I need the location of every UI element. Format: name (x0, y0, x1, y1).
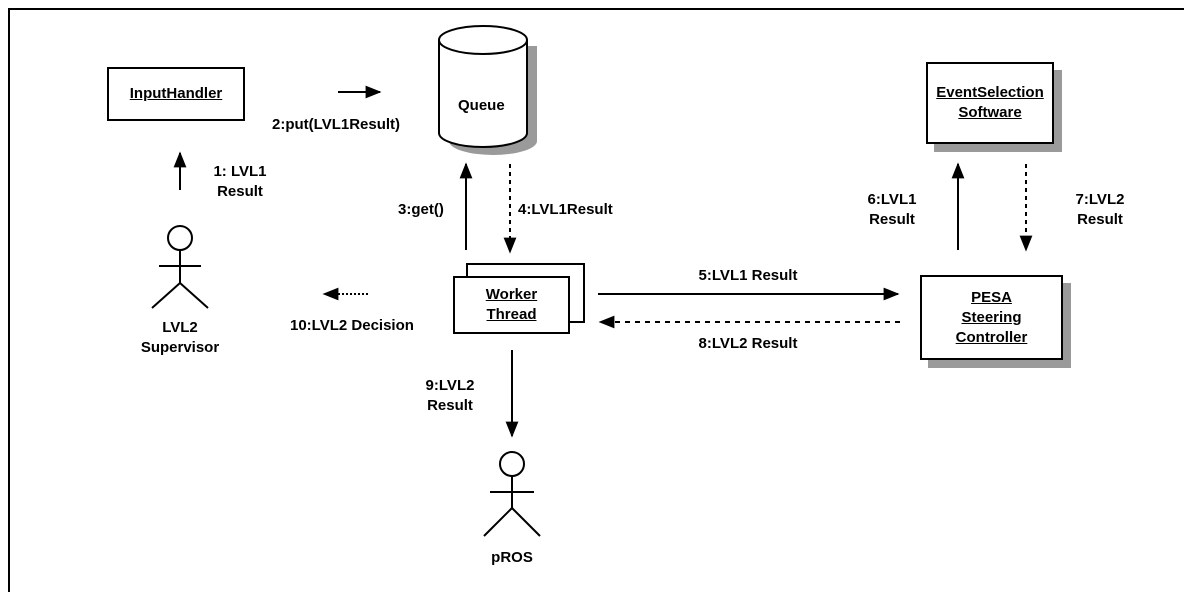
queue-cylinder (438, 25, 537, 155)
input-handler-box: InputHandler (107, 67, 245, 121)
input-handler-label: InputHandler (129, 85, 223, 102)
message-4: 4:LVL1Result (518, 201, 613, 218)
diagram-frame (8, 8, 1184, 592)
supervisor-label-2: Supervisor (140, 339, 220, 356)
pesa-controller-label-3: Controller (955, 328, 1028, 346)
message-3: 3:get() (398, 201, 444, 218)
pesa-controller-box: PESA Steering Controller (920, 275, 1063, 360)
message-8: 8:LVL2 Result (698, 335, 798, 352)
pros-actor-icon (483, 451, 541, 537)
message-6-line2: Result (869, 211, 915, 228)
pesa-controller-label-1: PESA (971, 288, 1012, 306)
message-1-line2: Result (217, 183, 263, 200)
supervisor-label-1: LVL2 (162, 319, 198, 336)
message-2: 2:put(LVL1Result) (272, 116, 401, 133)
message-10: 10:LVL2 Decision (290, 317, 414, 334)
message-9-line2: Result (427, 397, 473, 414)
pros-label: pROS (491, 549, 533, 566)
message-6-line1: 6:LVL1 (867, 191, 917, 208)
message-5: 5:LVL1 Result (698, 267, 798, 284)
worker-thread-box: Worker Thread (453, 276, 570, 334)
queue-label: Queue (458, 97, 505, 114)
event-selection-box: EventSelection Software (926, 62, 1054, 144)
worker-thread-label-1: Worker (485, 286, 538, 303)
message-1-line1: 1: LVL1 (213, 163, 267, 180)
message-9-line1: 9:LVL2 (425, 377, 475, 394)
worker-thread-label-2: Thread (486, 306, 537, 323)
supervisor-actor-icon (151, 225, 209, 309)
message-7-line2: Result (1077, 211, 1123, 228)
event-selection-label-1: EventSelection (936, 84, 1044, 101)
pesa-controller-label-2: Steering (961, 308, 1022, 326)
event-selection-label-2: Software (958, 104, 1022, 121)
message-7-line1: 7:LVL2 (1075, 191, 1125, 208)
